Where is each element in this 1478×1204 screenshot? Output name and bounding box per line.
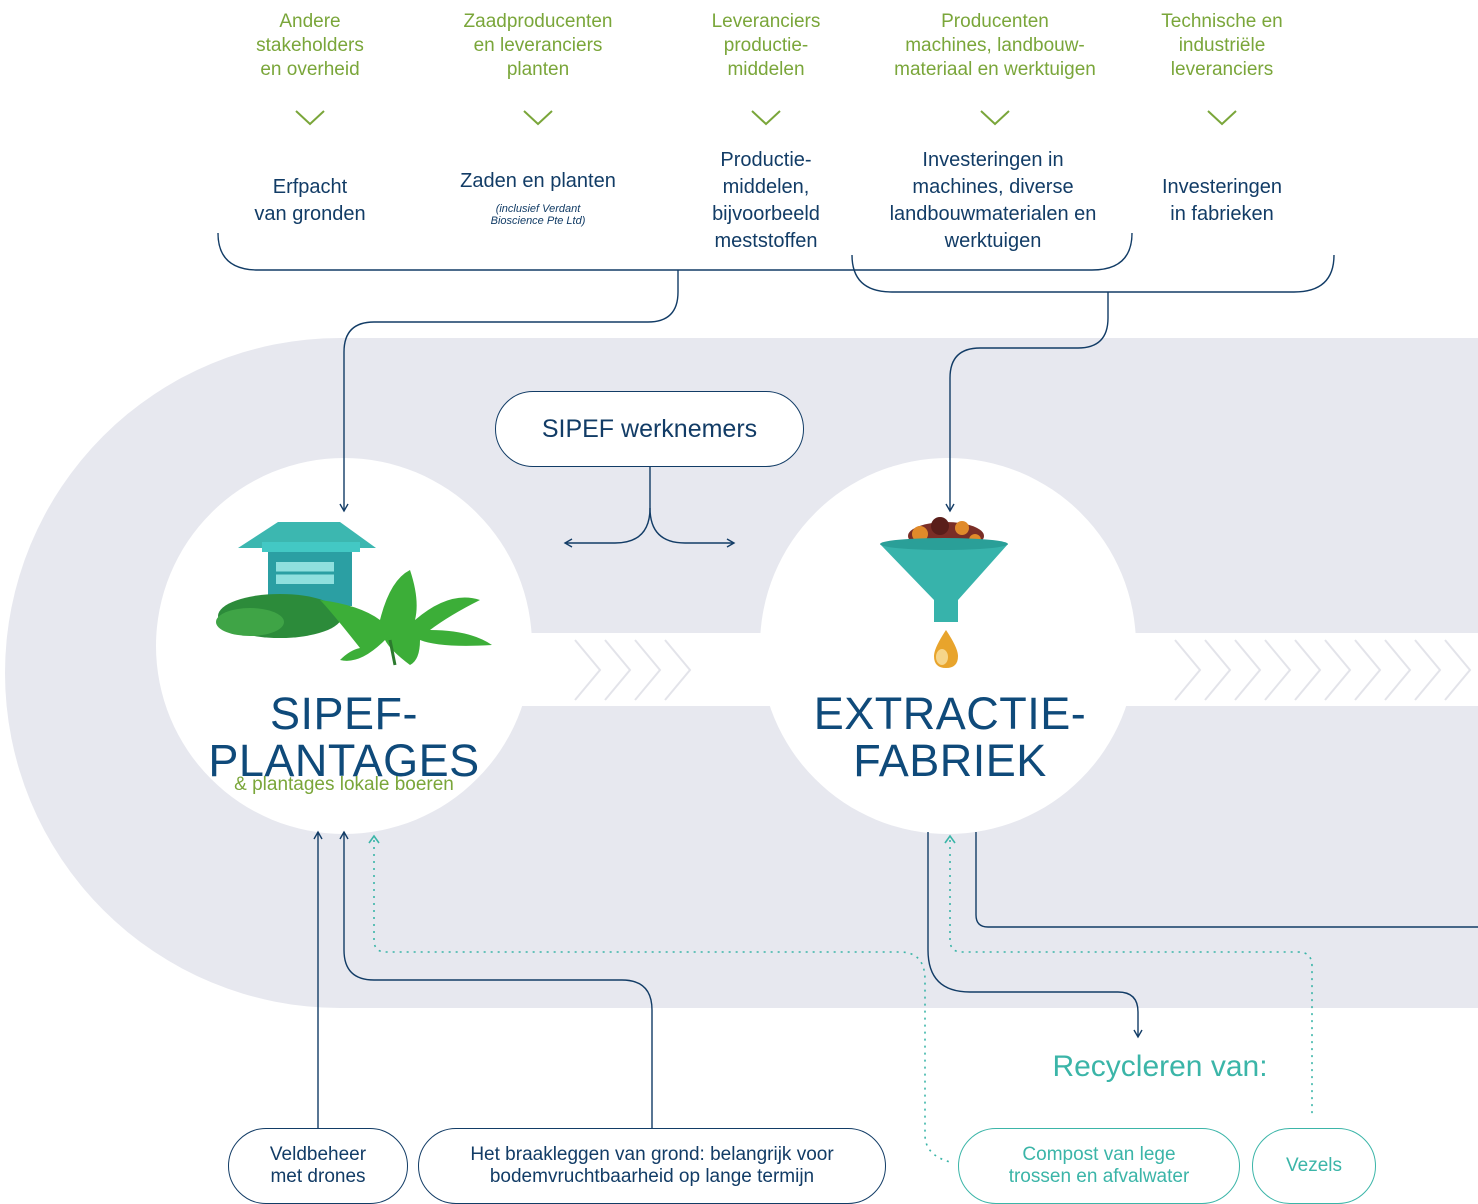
supplier-seed-producers: Zaadproducenten en leveranciers planten [463,11,613,80]
supplier-machine-producers: Producenten machines, landbouw- materiaa… [894,11,1096,80]
plantation-illustration [216,522,492,666]
chevron-down-icon [980,110,1010,126]
drones-label: Veldbeheer met drones [269,1144,367,1187]
funnel-illustration [880,517,1008,668]
supplier-production-means: Leveranciers productie- middelen [711,11,821,80]
input-seeds: Zaden en planten [460,170,616,192]
plantation-circle [156,458,532,834]
plantations-subtitle: & plantages lokale boeren [234,774,454,795]
chevron-down-icon [751,110,781,126]
fibers-pill: Vezels [1252,1128,1376,1204]
fallow-label: Het braakleggen van grond: belangrijk vo… [470,1144,834,1187]
recycle-flows [373,840,1313,1163]
fibers-label: Vezels [1286,1155,1342,1176]
employees-pill: SIPEF werknemers [495,391,804,467]
flow-chevrons-1 [574,639,692,701]
compost-label: Compost van lege trossen en afvalwater [1008,1144,1190,1187]
chevron-down-icon [1207,110,1237,126]
chevron-down-icon [295,110,325,126]
compost-pill: Compost van lege trossen en afvalwater [958,1128,1240,1204]
connector-gap-1 [520,633,780,706]
employees-label: SIPEF werknemers [541,415,758,443]
supplier-chevrons [295,110,1237,126]
drones-pill: Veldbeheer met drones [228,1128,408,1204]
factory-title: EXTRACTIE- FABRIEK [813,688,1087,786]
plantations-title: SIPEF- PLANTAGES [208,688,480,786]
input-production-means: Productie- middelen, bijvoorbeeld mestst… [712,149,820,252]
seeds-note: (inclusief Verdant Bioscience Pte Ltd) [490,203,586,227]
input-factory-investments: Investeringen in fabrieken [1161,176,1283,225]
supplier-other-stakeholders: Andere stakeholders en overheid [256,11,364,80]
supplier-technical: Technische en industriële leveranciers [1161,11,1283,80]
chevron-down-icon [523,110,553,126]
flow-chevrons-2 [1174,639,1472,701]
fallow-pill: Het braakleggen van grond: belangrijk vo… [418,1128,886,1204]
input-leasehold: Erfpacht van gronden [254,176,366,225]
recycle-title: Recycleren van: [1052,1050,1268,1083]
input-brackets [217,232,1478,1128]
input-machine-investments: Investeringen in machines, diverse landb… [889,149,1097,252]
